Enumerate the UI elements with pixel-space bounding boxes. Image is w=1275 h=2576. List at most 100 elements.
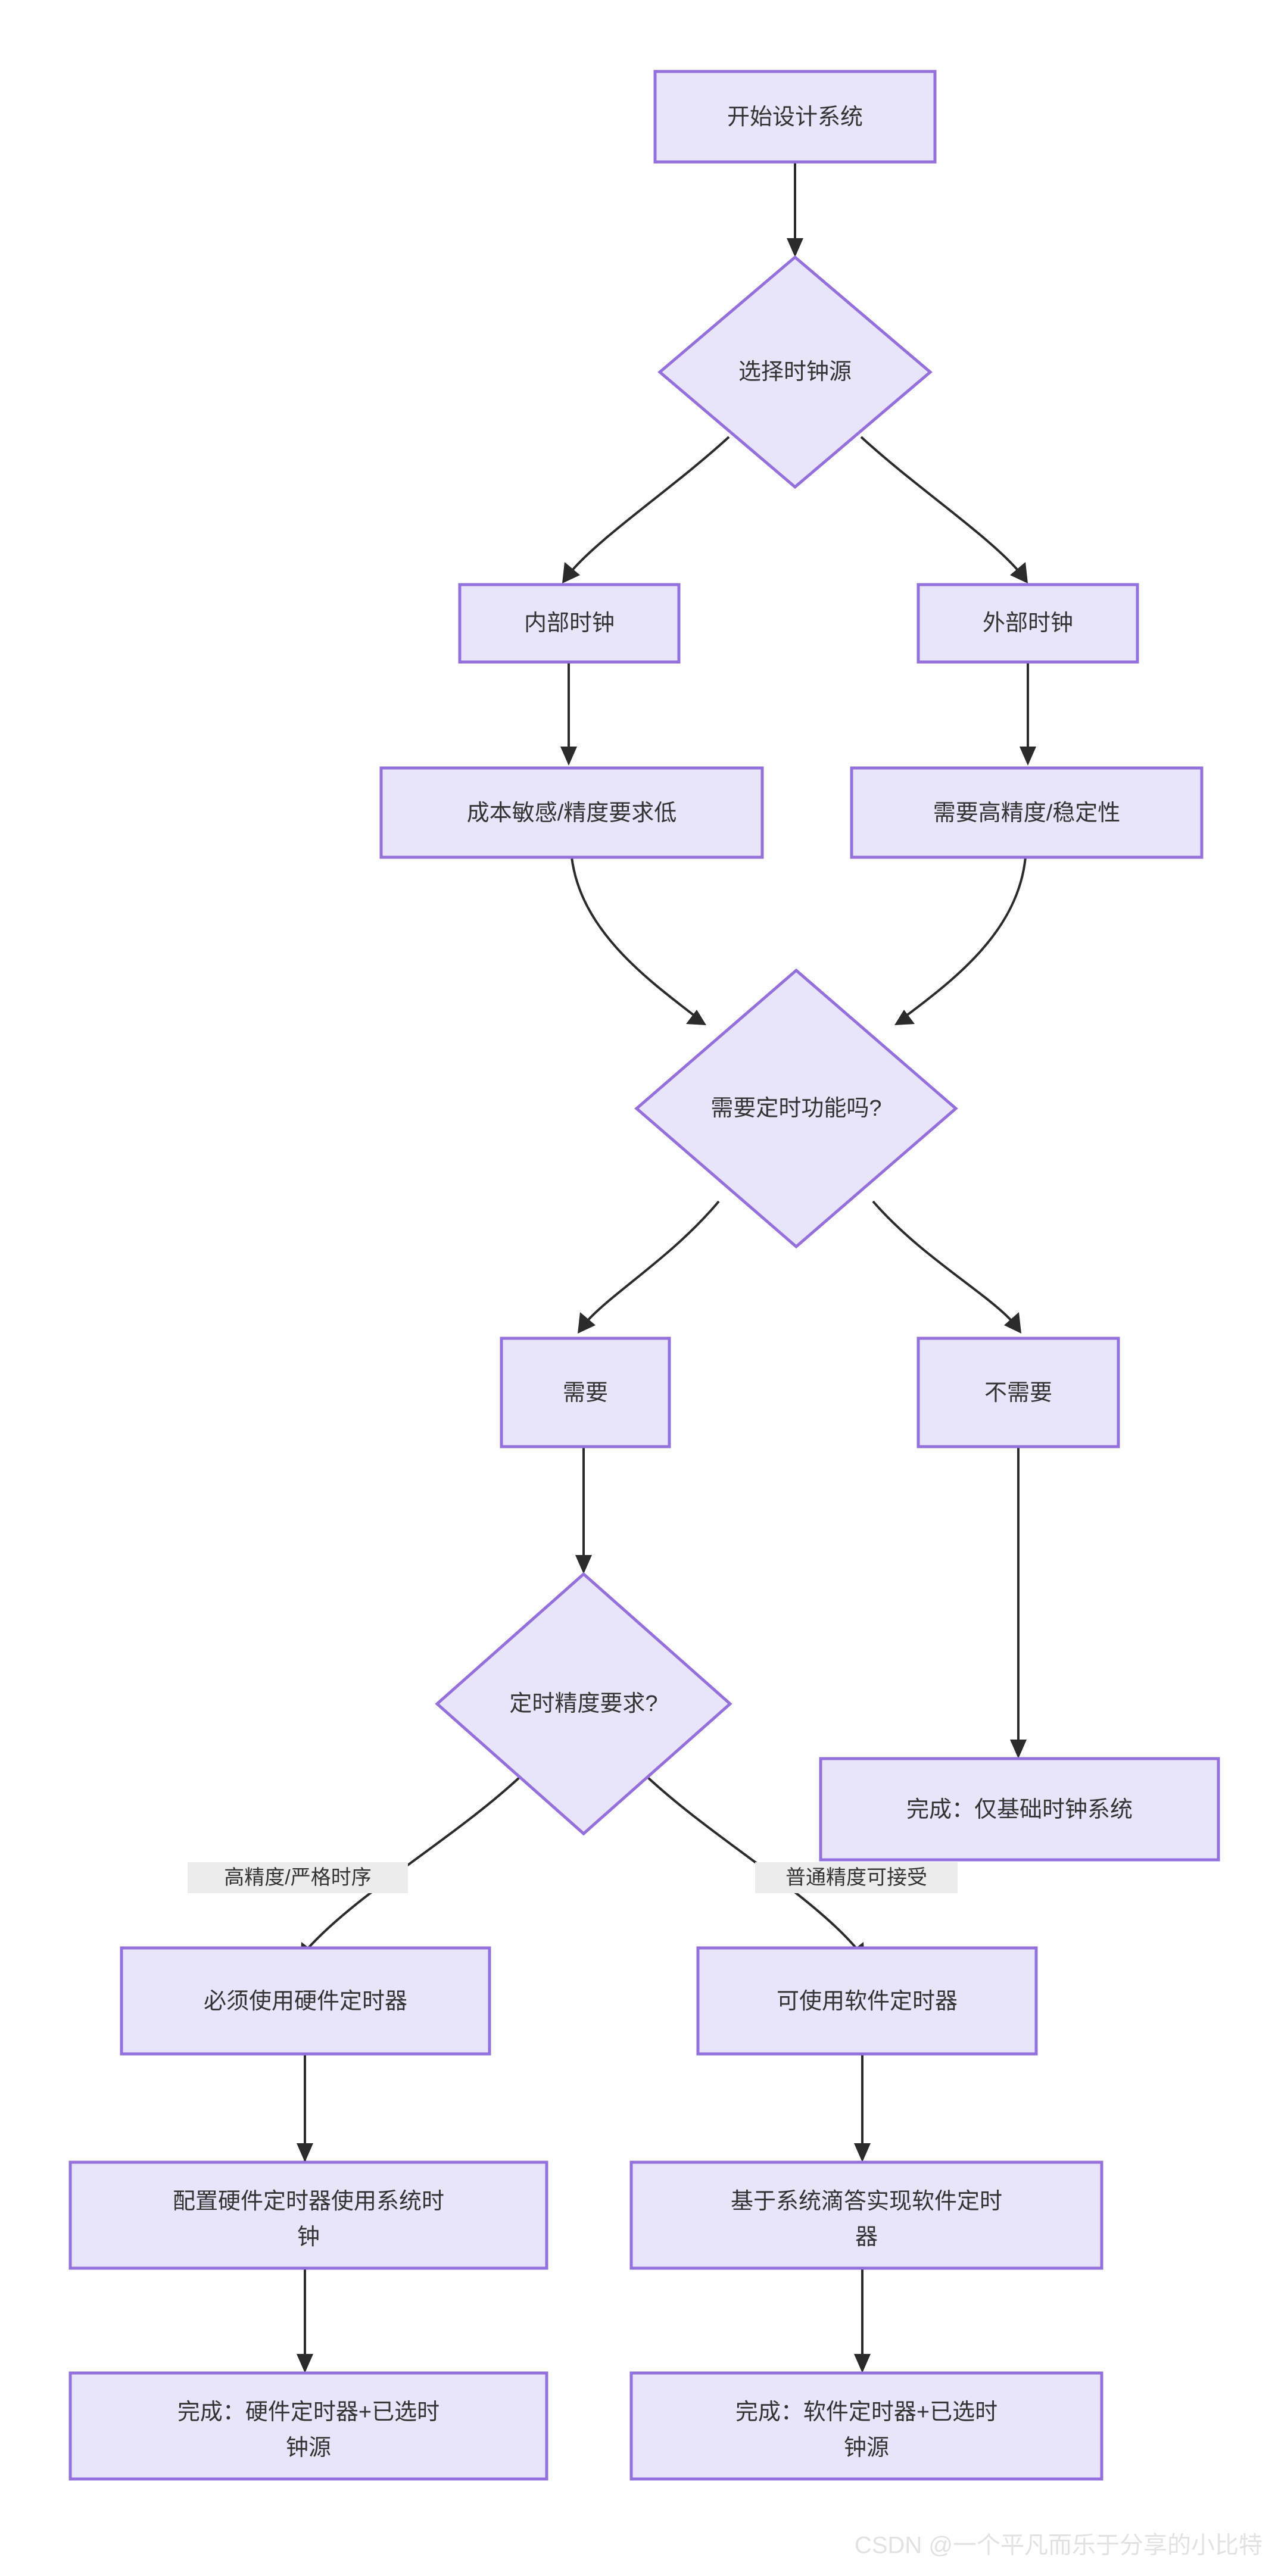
edge-path xyxy=(571,857,696,1017)
arrowhead-icon xyxy=(1004,1312,1021,1334)
edge-costsensitive-to-needtimer xyxy=(571,857,706,1025)
node-done-basic-clock-system[interactable]: 完成：仅基础时钟系统 xyxy=(819,1757,1220,1862)
node-diamond[interactable] xyxy=(657,255,933,489)
node-box[interactable] xyxy=(629,2371,1103,2481)
node-implement-software-timer-systick[interactable]: 基于系统滴答实现软件定时 器 xyxy=(629,2160,1103,2270)
node-done-hardware-timer-clock-source[interactable]: 完成：硬件定时器+已选时 钟源 xyxy=(68,2371,548,2481)
node-label: 外部时钟 xyxy=(983,611,1073,636)
node-cost-sensitive-low-precision[interactable]: 成本敏感/精度要求低 xyxy=(379,766,764,859)
node-label-line2: 器 xyxy=(855,2225,878,2250)
arrowhead-icon xyxy=(578,1312,596,1334)
edge-yes-to-precisionreq xyxy=(575,1447,592,1574)
node-need-timer-function-question[interactable]: 需要定时功能吗? xyxy=(634,968,958,1249)
node-label: 完成：仅基础时钟系统 xyxy=(906,1797,1133,1822)
node-box[interactable] xyxy=(653,70,937,164)
edge-path xyxy=(585,1200,720,1323)
node-box[interactable] xyxy=(850,766,1204,859)
edge-label-background xyxy=(755,1862,958,1893)
node-label-line1: 配置硬件定时器使用系统时 xyxy=(173,2189,444,2214)
edge-precisionreq-to-softwaretimer: 普通精度可接受 xyxy=(646,1775,958,1963)
node-layer: 开始设计系统 选择时钟源 内部时钟 外部时钟 成本敏感/精度要求低 需要高精度/… xyxy=(68,70,1220,2481)
edge-no-to-basicclockdone xyxy=(1010,1447,1027,1759)
edge-internal-to-costsensitive xyxy=(560,662,577,766)
edge-path xyxy=(570,436,730,573)
node-label-line1: 完成：硬件定时器+已选时 xyxy=(177,2400,439,2425)
arrowhead-icon xyxy=(894,1010,915,1025)
node-label: 需要高精度/稳定性 xyxy=(933,801,1121,826)
node-label-line2: 钟源 xyxy=(286,2436,331,2461)
node-timer-precision-requirement-question[interactable]: 定时精度要求? xyxy=(435,1572,732,1836)
edge-path xyxy=(872,1200,1014,1323)
node-need-no[interactable]: 不需要 xyxy=(916,1337,1120,1448)
node-must-use-hardware-timer[interactable]: 必须使用硬件定时器 xyxy=(120,1946,491,2056)
edge-precisionreq-to-hardwaretimer: 高精度/严格时序 xyxy=(188,1775,522,1963)
node-label: 选择时钟源 xyxy=(738,360,852,385)
edge-ticksw-to-donesw xyxy=(854,2268,871,2373)
node-label: 可使用软件定时器 xyxy=(777,1989,958,2014)
edge-path xyxy=(905,857,1027,1017)
node-label: 定时精度要求? xyxy=(509,1691,657,1716)
node-box[interactable] xyxy=(68,2160,548,2270)
node-configure-hardware-timer-system-clock[interactable]: 配置硬件定时器使用系统时 钟 xyxy=(68,2160,548,2270)
node-internal-clock[interactable]: 内部时钟 xyxy=(458,583,681,664)
arrowhead-icon xyxy=(560,747,577,766)
node-box[interactable] xyxy=(916,1337,1120,1448)
arrowhead-icon xyxy=(854,2143,871,2162)
edge-confighw-to-donehw xyxy=(297,2268,313,2373)
edge-needtimer-to-yes xyxy=(578,1200,720,1334)
edge-clocksource-to-external xyxy=(860,436,1028,583)
edge-label-background xyxy=(188,1862,408,1893)
node-box[interactable] xyxy=(68,2371,548,2481)
edge-clocksource-to-internal xyxy=(562,436,730,583)
node-label: 开始设计系统 xyxy=(727,105,863,130)
node-label-line1: 基于系统滴答实现软件定时 xyxy=(731,2189,1002,2214)
arrowhead-icon xyxy=(297,2354,313,2373)
edge-label-high-precision: 高精度/严格时序 xyxy=(224,1866,371,1889)
node-label-line2: 钟 xyxy=(297,2225,320,2250)
node-label-line1: 完成：软件定时器+已选时 xyxy=(735,2400,997,2425)
watermark: CSDN @一个平凡而乐于分享的小比特 xyxy=(855,2533,1262,2559)
node-diamond[interactable] xyxy=(435,1572,732,1836)
edge-start-to-clocksource xyxy=(787,162,803,257)
edge-layer: 高精度/严格时序 普通精度可接受 xyxy=(188,162,1036,2373)
node-label: 不需要 xyxy=(984,1381,1052,1406)
arrowhead-icon xyxy=(1020,747,1036,766)
edge-hardwaretimer-to-confighw xyxy=(297,2054,313,2162)
node-label: 必须使用硬件定时器 xyxy=(204,1989,407,2014)
node-box[interactable] xyxy=(500,1337,671,1448)
node-need-high-precision-stability[interactable]: 需要高精度/稳定性 xyxy=(850,766,1204,859)
arrowhead-icon xyxy=(686,1010,706,1025)
arrowhead-icon xyxy=(297,2143,313,2162)
node-external-clock[interactable]: 外部时钟 xyxy=(916,583,1139,664)
node-label: 内部时钟 xyxy=(524,611,615,636)
arrowhead-icon xyxy=(1010,1740,1027,1759)
node-label: 需要 xyxy=(563,1381,608,1406)
node-label: 成本敏感/精度要求低 xyxy=(467,801,677,826)
node-done-software-timer-clock-source[interactable]: 完成：软件定时器+已选时 钟源 xyxy=(629,2371,1103,2481)
node-label-line2: 钟源 xyxy=(844,2436,889,2461)
node-box[interactable] xyxy=(379,766,764,859)
edge-label-normal-precision: 普通精度可接受 xyxy=(785,1866,927,1889)
node-box[interactable] xyxy=(916,583,1139,664)
arrowhead-icon xyxy=(1010,562,1028,583)
node-start-design-system[interactable]: 开始设计系统 xyxy=(653,70,937,164)
edge-highprecision-to-needtimer xyxy=(894,857,1027,1025)
node-diamond[interactable] xyxy=(634,968,958,1249)
node-select-clock-source[interactable]: 选择时钟源 xyxy=(657,255,933,489)
node-box[interactable] xyxy=(120,1946,491,2056)
edge-needtimer-to-no xyxy=(872,1200,1021,1334)
node-box[interactable] xyxy=(458,583,681,664)
edge-softwaretimer-to-ticksw xyxy=(854,2054,871,2162)
node-need-yes[interactable]: 需要 xyxy=(500,1337,671,1448)
arrowhead-icon xyxy=(787,238,803,257)
node-box[interactable] xyxy=(819,1757,1220,1862)
node-label: 需要定时功能吗? xyxy=(710,1096,881,1121)
edge-external-to-highprecision xyxy=(1020,662,1036,766)
node-box[interactable] xyxy=(629,2160,1103,2270)
node-box[interactable] xyxy=(696,1946,1038,2056)
edge-path xyxy=(860,436,1020,573)
node-can-use-software-timer[interactable]: 可使用软件定时器 xyxy=(696,1946,1038,2056)
arrowhead-icon xyxy=(575,1555,592,1574)
